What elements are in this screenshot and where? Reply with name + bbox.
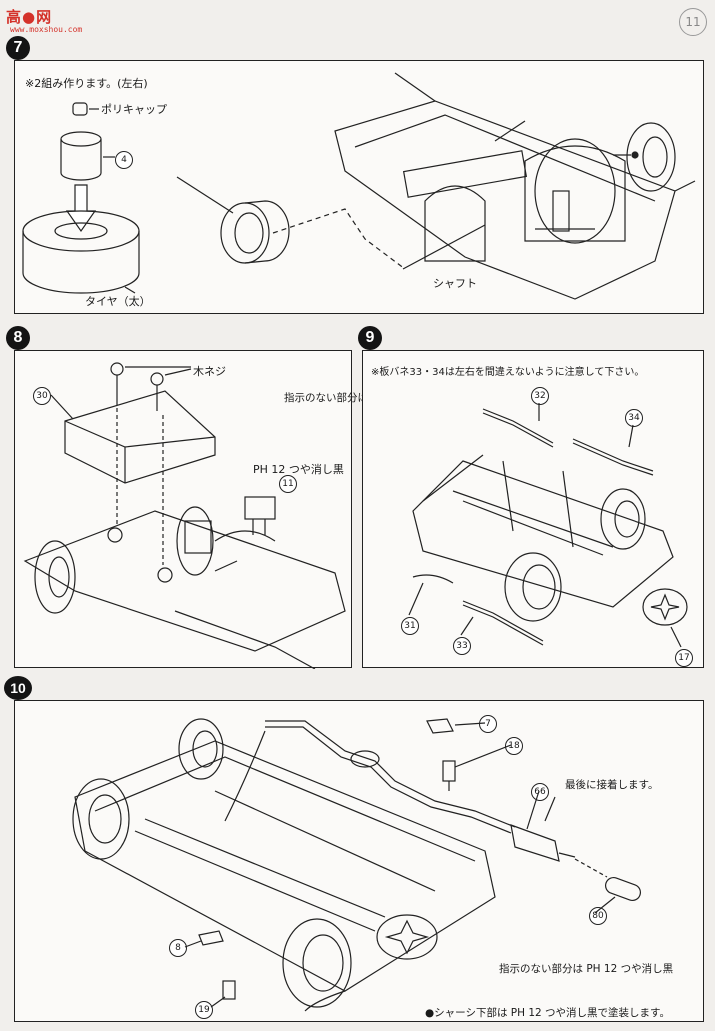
step-7-illustration (22, 72, 696, 300)
step-10-paint-note: 指示のない部分は PH 12 つや消し黒 (499, 963, 674, 975)
step-7-panel: ※2組み作ります。(左右) ポリキャップ 4 タイヤ（太） シャフト (14, 60, 704, 314)
label-tire: タイヤ（太） (85, 295, 151, 308)
part-4: 4 (115, 151, 133, 169)
label-glue-last: 最後に接着します。 (565, 779, 659, 791)
part-8: 8 (169, 939, 187, 957)
step-8-illustration (23, 362, 346, 669)
logo-url: www.moxshou.com (10, 25, 83, 34)
step-7-note: ※2組み作ります。(左右) (25, 77, 148, 90)
step-10-badge: 10 (4, 676, 32, 700)
logo-text: 高●网 (6, 8, 53, 26)
step-8-badge: 8 (6, 326, 30, 350)
part-17: 17 (675, 649, 693, 667)
step-10-chassis-note: ●シャーシ下部は PH 12 つや消し黒で塗装します。 (425, 1007, 671, 1019)
part-18: 18 (505, 737, 523, 755)
part-11: 11 (279, 475, 297, 493)
step-8-panel: 木ネジ 30 PH 12 つや消し黒 11 (14, 350, 352, 669)
label-polycap: ポリキャップ (101, 103, 167, 116)
part-7: 7 (479, 715, 497, 733)
part-34: 34 (625, 409, 643, 427)
part-33: 33 (453, 637, 471, 655)
part-30: 30 (33, 387, 51, 405)
part-31: 31 (401, 617, 419, 635)
step-9-illustration (408, 403, 688, 648)
step-7-badge: 7 (6, 36, 30, 60)
step-9-panel: ※板バネ33・34は左右を間違えないように注意して下さい。 32 34 31 3… (362, 350, 704, 668)
page-number: 11 (679, 8, 707, 36)
step-10-panel: 7 18 最後に接着します。 66 80 8 19 指示のない部分は PH 12… (14, 700, 704, 1022)
part-80: 80 (589, 907, 607, 925)
step-9-note: ※板バネ33・34は左右を間違えないように注意して下さい。 (371, 367, 645, 378)
part-32: 32 (531, 387, 549, 405)
paint-note-part-11: PH 12 つや消し黒 (253, 463, 344, 476)
step-10-illustration (72, 718, 641, 1012)
site-watermark-logo: 高●网 www.moxshou.com (6, 6, 82, 36)
part-19: 19 (195, 1001, 213, 1019)
label-shaft: シャフト (433, 277, 477, 290)
label-wood-screw: 木ネジ (193, 365, 226, 378)
step-9-badge: 9 (358, 326, 382, 350)
part-66: 66 (531, 783, 549, 801)
